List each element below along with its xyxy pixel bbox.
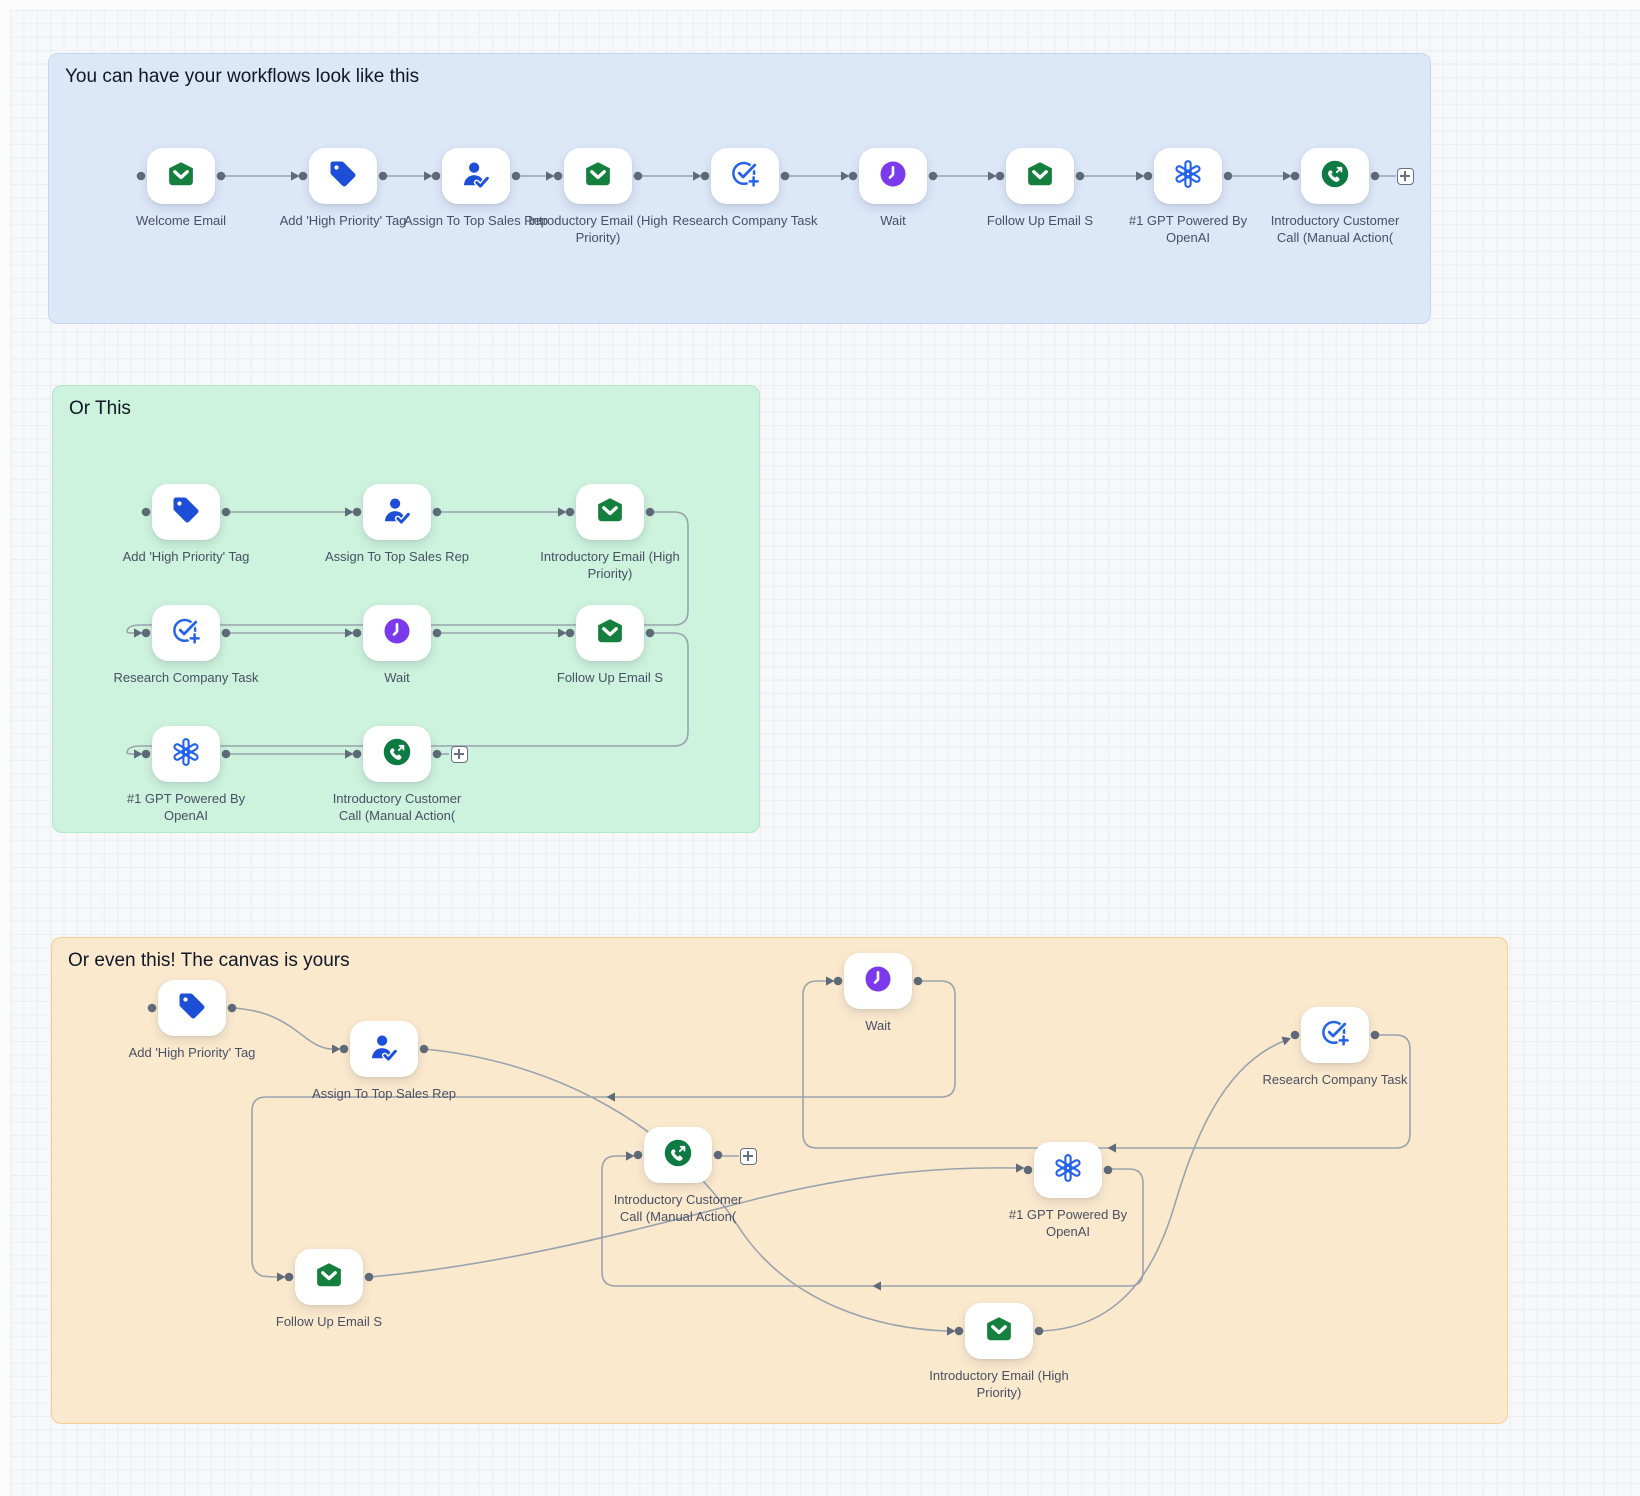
- panel-title: You can have your workflows look like th…: [65, 66, 420, 87]
- node-label: Introductory Email (High Priority): [540, 549, 680, 582]
- node-research-company-task[interactable]: [152, 605, 220, 661]
- node-label: #1 GPT Powered By OpenAI: [1008, 1207, 1128, 1240]
- email-icon: [166, 159, 196, 194]
- node-label: Research Company Task: [1262, 1072, 1408, 1087]
- task-add-icon: [171, 616, 202, 651]
- node-gpt-openai[interactable]: [1034, 1142, 1102, 1198]
- phone-call-icon: [663, 1138, 693, 1173]
- panel-title: Or This: [69, 398, 131, 419]
- node-introductory-customer-call[interactable]: [644, 1127, 712, 1183]
- task-add-icon: [1320, 1018, 1351, 1053]
- node-wait[interactable]: [363, 605, 431, 661]
- node-label: Introductory Email (High Priority): [929, 1368, 1069, 1401]
- assign-icon: [461, 159, 491, 194]
- node-gpt-openai[interactable]: [152, 726, 220, 782]
- node-label: Follow Up Email S: [986, 213, 1094, 228]
- node-wait[interactable]: [844, 953, 912, 1009]
- node-label: Follow Up Email S: [275, 1314, 383, 1329]
- clock-icon: [382, 616, 412, 651]
- phone-call-icon: [1320, 159, 1350, 194]
- assign-icon: [369, 1032, 399, 1067]
- phone-call-icon: [382, 737, 412, 772]
- canvas-gutter-left: [0, 0, 10, 1496]
- node-label: Research Company Task: [113, 670, 259, 685]
- node-label: Assign To Top Sales Rep: [311, 1086, 457, 1101]
- email-icon: [595, 495, 625, 530]
- node-add-high-priority-tag[interactable]: [152, 484, 220, 540]
- node-label: Introductory Customer Call (Manual Actio…: [1270, 213, 1400, 246]
- tag-icon: [171, 495, 201, 530]
- email-icon: [984, 1314, 1014, 1349]
- node-introductory-email[interactable]: [564, 148, 632, 204]
- task-add-icon: [730, 159, 761, 194]
- node-label: Assign To Top Sales Rep: [324, 549, 470, 564]
- node-follow-up-email[interactable]: [1006, 148, 1074, 204]
- node-gpt-openai[interactable]: [1154, 148, 1222, 204]
- node-label: #1 GPT Powered By OpenAI: [126, 791, 246, 824]
- node-introductory-customer-call[interactable]: [1301, 148, 1369, 204]
- assign-icon: [382, 495, 412, 530]
- node-label: Introductory Email (High Priority): [528, 213, 668, 246]
- node-assign-top-sales-rep[interactable]: [350, 1021, 418, 1077]
- panel-title: Or even this! The canvas is yours: [68, 950, 350, 971]
- node-label: Wait: [384, 670, 410, 685]
- tag-icon: [177, 991, 207, 1026]
- node-follow-up-email[interactable]: [295, 1249, 363, 1305]
- email-icon: [314, 1260, 344, 1295]
- node-introductory-customer-call[interactable]: [363, 726, 431, 782]
- add-step-button[interactable]: [739, 1147, 757, 1165]
- node-label: Add 'High Priority' Tag: [128, 1045, 256, 1060]
- email-icon: [583, 159, 613, 194]
- node-label: Assign To Top Sales Rep: [403, 213, 549, 228]
- node-assign-top-sales-rep[interactable]: [363, 484, 431, 540]
- openai-icon: [1173, 159, 1203, 194]
- node-label: Add 'High Priority' Tag: [279, 213, 407, 228]
- tag-icon: [328, 159, 358, 194]
- node-label: Add 'High Priority' Tag: [122, 549, 250, 564]
- node-research-company-task[interactable]: [1301, 1007, 1369, 1063]
- add-step-button[interactable]: [450, 745, 468, 763]
- node-label: Follow Up Email S: [556, 670, 664, 685]
- node-research-company-task[interactable]: [711, 148, 779, 204]
- node-label: Wait: [865, 1018, 891, 1033]
- node-assign-top-sales-rep[interactable]: [442, 148, 510, 204]
- workflow-panel-orange: Or even this! The canvas is yours: [51, 937, 1508, 1424]
- node-label: Introductory Customer Call (Manual Actio…: [332, 791, 462, 824]
- email-icon: [1025, 159, 1055, 194]
- canvas-gutter-top: [0, 0, 1640, 10]
- node-wait[interactable]: [859, 148, 927, 204]
- node-introductory-email[interactable]: [576, 484, 644, 540]
- node-label: Wait: [880, 213, 906, 228]
- openai-icon: [171, 737, 201, 772]
- clock-icon: [863, 964, 893, 999]
- add-step-button[interactable]: [1396, 167, 1414, 185]
- node-welcome-email[interactable]: [147, 148, 215, 204]
- clock-icon: [878, 159, 908, 194]
- node-label: Introductory Customer Call (Manual Actio…: [613, 1192, 743, 1225]
- node-introductory-email[interactable]: [965, 1303, 1033, 1359]
- node-follow-up-email[interactable]: [576, 605, 644, 661]
- email-icon: [595, 616, 625, 651]
- node-label: #1 GPT Powered By OpenAI: [1128, 213, 1248, 246]
- node-label: Welcome Email: [135, 213, 227, 228]
- node-label: Research Company Task: [672, 213, 818, 228]
- node-add-high-priority-tag[interactable]: [158, 980, 226, 1036]
- node-add-high-priority-tag[interactable]: [309, 148, 377, 204]
- openai-icon: [1053, 1153, 1083, 1188]
